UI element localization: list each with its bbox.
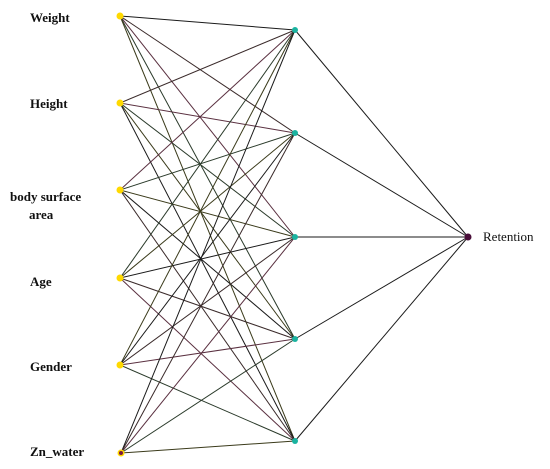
edge-input-6-hidden-1 (120, 29, 296, 454)
input-label-height: Height (30, 96, 68, 111)
input-node-4 (116, 274, 124, 282)
edge-input-2-hidden-5 (119, 102, 296, 442)
edge-input-3-hidden-5 (119, 189, 296, 442)
hidden-node-1 (292, 27, 298, 33)
edge-input-5-hidden-4 (119, 338, 296, 366)
hidden-node-3 (292, 234, 298, 240)
output-label-retention: Retention (483, 229, 534, 244)
edge-input-3-hidden-3 (119, 189, 296, 238)
edge-hidden-2-output (294, 132, 469, 238)
edge-input-3-hidden-1 (119, 29, 296, 191)
input-label-gender: Gender (30, 359, 72, 374)
edge-input-4-hidden-2 (119, 132, 296, 279)
hidden-node-2 (292, 130, 298, 136)
edge-input-3-hidden-2 (119, 132, 296, 191)
input-node-6 (119, 451, 123, 455)
edge-hidden-4-output (294, 236, 469, 340)
input-node-5 (116, 361, 124, 369)
edge-input-2-hidden-2 (119, 102, 296, 134)
edge-input-3-hidden-4 (119, 189, 296, 340)
edge-input-1-hidden-5 (119, 15, 296, 442)
edge-input-6-hidden-5 (120, 440, 296, 454)
input-label-body-surface-area-line1: body surface (10, 189, 81, 204)
output-node (464, 233, 472, 241)
edge-input-4-hidden-1 (119, 29, 296, 279)
edge-input-6-hidden-3 (120, 236, 296, 454)
connection-lines (119, 15, 469, 454)
hidden-node-5 (292, 438, 298, 444)
edge-input-4-hidden-5 (119, 277, 296, 442)
edge-input-1-hidden-3 (119, 15, 296, 238)
edge-input-2-hidden-1 (119, 29, 296, 104)
input-node-3 (116, 186, 124, 194)
edge-input-4-hidden-3 (119, 236, 296, 279)
input-label-age: Age (30, 274, 52, 289)
edge-input-4-hidden-4 (119, 277, 296, 340)
edge-input-1-hidden-4 (119, 15, 296, 340)
input-node-1 (116, 12, 124, 20)
input-label-weight: Weight (30, 10, 70, 25)
edge-input-2-hidden-3 (119, 102, 296, 238)
edge-input-1-hidden-2 (119, 15, 296, 134)
edge-input-6-hidden-2 (120, 132, 296, 454)
input-label-body-surface-area-line2: area (29, 207, 54, 222)
edge-input-2-hidden-4 (119, 102, 296, 340)
edge-hidden-5-output (294, 236, 469, 442)
edge-input-1-hidden-1 (119, 15, 296, 31)
edge-input-5-hidden-2 (119, 132, 296, 366)
edge-input-5-hidden-5 (119, 364, 296, 442)
hidden-node-4 (292, 336, 298, 342)
edge-input-5-hidden-3 (119, 236, 296, 366)
network-nodes (116, 12, 472, 457)
edge-input-6-hidden-4 (120, 338, 296, 454)
edge-hidden-1-output (294, 29, 469, 238)
input-node-2 (116, 99, 124, 107)
edge-input-5-hidden-1 (119, 29, 296, 366)
input-label-zn-water: Zn_water (30, 444, 84, 459)
